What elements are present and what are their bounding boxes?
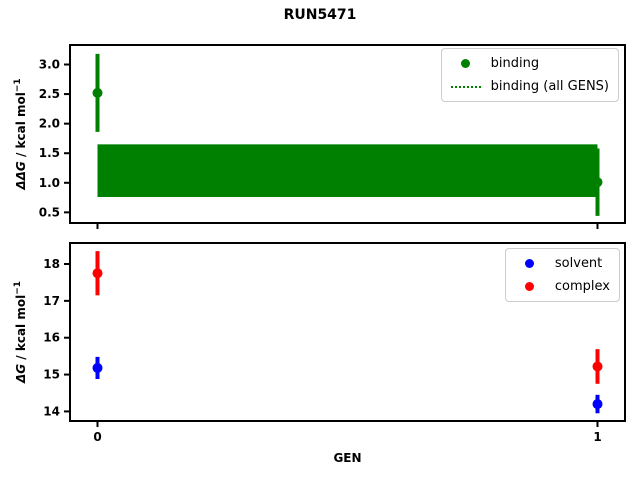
legend-binding: binding binding (all GENS) (440, 48, 619, 102)
solvent-dot-marker-icon (515, 258, 545, 270)
y-tick-label: 16 (43, 331, 60, 345)
ylabel-unit-part: / kcal mol (14, 294, 28, 364)
y-tick-label: 0.5 (39, 205, 60, 219)
y-tick-label: 1.5 (39, 146, 60, 160)
x-tick-label: 0 (93, 430, 101, 444)
legend-label: solvent (554, 256, 603, 271)
legend-label: binding (490, 56, 540, 71)
ylabel-superscript: −1 (13, 280, 23, 295)
legend-label: binding (all GENS) (490, 79, 609, 94)
binding-dot-marker-icon (451, 58, 481, 70)
ylabel-math-part: ΔΔG (14, 161, 28, 190)
top-y-axis-label: ΔΔG / kcal mol−1 (13, 54, 31, 214)
data-point-binding-gen0 (92, 87, 103, 98)
bottom-y-axis-label: ΔG / kcal mol−1 (13, 252, 31, 412)
y-tick-label: 2.5 (39, 87, 60, 101)
x-axis-label: GEN (333, 451, 362, 465)
ylabel-math-part: ΔG (14, 363, 28, 384)
dotted-line-marker-icon (450, 81, 481, 93)
legend-free-energy: solvent complex (504, 248, 620, 302)
legend-item-complex: complex (515, 277, 610, 296)
legend-label: complex (554, 279, 610, 294)
data-point-complex-gen0 (92, 268, 103, 279)
y-tick-label: 17 (43, 294, 60, 308)
ylabel-unit-part: / kcal mol (14, 92, 28, 162)
data-point-solvent-gen0 (92, 362, 103, 373)
data-point-complex-gen1 (592, 361, 603, 372)
axes-frame (69, 44, 626, 224)
complex-dot-marker-icon (515, 281, 545, 293)
axes-frame (69, 242, 626, 422)
y-tick-label: 14 (43, 404, 60, 418)
x-tick-label: 1 (593, 430, 601, 444)
y-tick-label: 1.0 (39, 176, 60, 190)
legend-item-binding-all-gens: binding (all GENS) (450, 77, 609, 96)
legend-item-solvent: solvent (515, 254, 610, 273)
chart-title: RUN5471 (283, 7, 357, 23)
legend-item-binding: binding (451, 54, 609, 73)
band-binding-all-gens (97, 144, 598, 197)
y-tick-label: 18 (43, 257, 60, 271)
y-tick-label: 15 (43, 368, 60, 382)
data-point-solvent-gen1 (592, 399, 603, 410)
ylabel-superscript: −1 (13, 78, 23, 93)
y-tick-label: 2.0 (39, 117, 60, 131)
y-tick-label: 3.0 (39, 58, 60, 72)
